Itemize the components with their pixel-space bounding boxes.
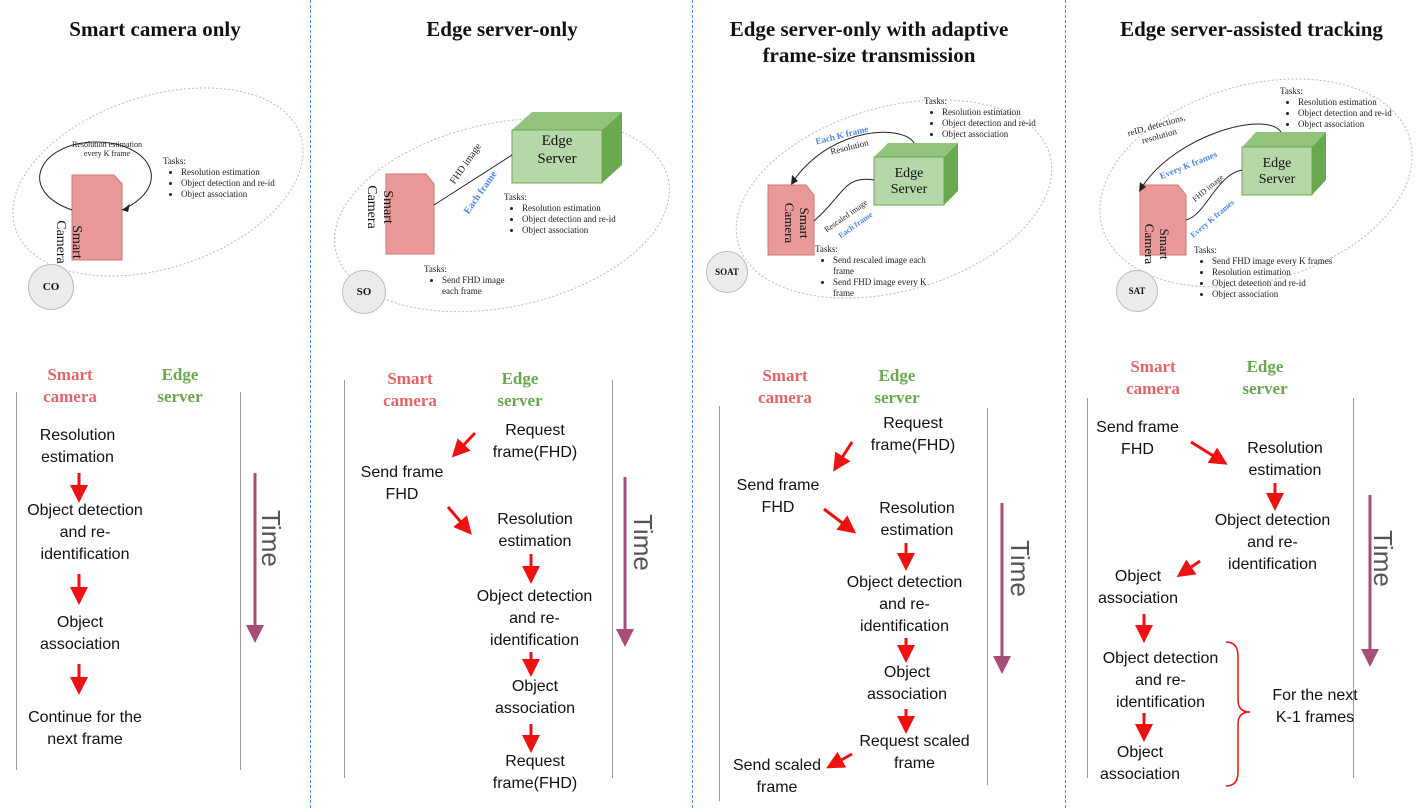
panel-divider — [310, 0, 311, 808]
so-flow-arrows — [446, 431, 634, 753]
sat-architecture-diagram — [1099, 78, 1413, 288]
sat-server-tasks: Tasks: Resolution estimation Object dete… — [1280, 86, 1392, 130]
sat-left-axis — [1087, 398, 1088, 778]
co-left-axis — [16, 392, 17, 770]
panel-title-so: Edge server-only — [426, 17, 578, 41]
so-right-axis — [612, 380, 613, 778]
soat-server-tasks: Tasks: Resolution estimation Object dete… — [924, 96, 1036, 140]
panel-title-co: Smart camera only — [69, 17, 241, 41]
so-left-axis — [344, 380, 345, 778]
soat-left-axis — [719, 406, 720, 801]
co-tasks: Tasks: Resolution estimation Object dete… — [163, 156, 275, 200]
soat-time-label: Time — [1005, 540, 1035, 597]
sat-time-label: Time — [1368, 530, 1398, 587]
sat-flow-arrows — [1135, 440, 1379, 787]
soat-badge: SOAT — [706, 251, 748, 293]
co-badge: CO — [28, 264, 74, 310]
so-architecture-diagram — [334, 112, 670, 313]
so-time-label: Time — [628, 514, 658, 571]
panel-title-sat: Edge server-assisted tracking — [1120, 17, 1383, 41]
sat-camera-tasks: Tasks: Send FHD image every K frames Res… — [1194, 245, 1332, 300]
so-badge: SO — [342, 270, 386, 314]
co-architecture-diagram — [12, 87, 304, 277]
co-flow-arrows — [70, 473, 264, 695]
panel-divider — [1065, 0, 1066, 808]
soat-architecture-diagram — [735, 99, 1053, 299]
sat-right-axis — [1353, 398, 1354, 778]
co-time-label: Time — [256, 510, 286, 567]
co-right-axis — [240, 392, 241, 770]
sat-badge: SAT — [1116, 270, 1158, 312]
soat-right-axis — [987, 408, 988, 785]
panel-divider — [692, 0, 693, 808]
so-server-tasks: Tasks: Resolution estimation Object dete… — [504, 192, 616, 236]
soat-flow-arrows — [823, 441, 1011, 769]
